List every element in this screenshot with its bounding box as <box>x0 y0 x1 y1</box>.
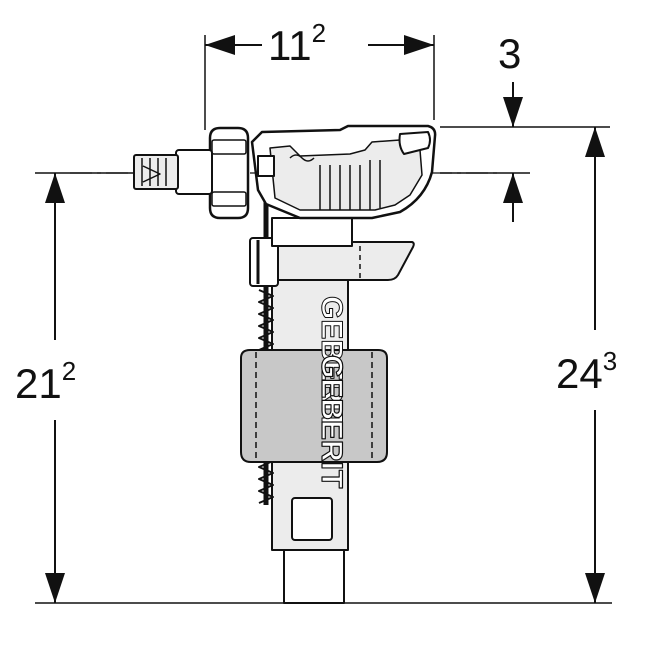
width-label: 112 <box>268 18 326 69</box>
tube-window <box>291 497 333 541</box>
head-lever <box>398 131 431 155</box>
brand-text-upper: GEBERIT <box>315 296 348 429</box>
inlet-coupling <box>175 149 213 195</box>
nut-band-bottom <box>211 191 247 207</box>
right-height-label: 243 <box>556 346 617 397</box>
inlet-thread-detail <box>141 158 167 186</box>
nut-band-top <box>211 139 247 155</box>
offset-label: 3 <box>498 30 521 77</box>
left-height-label: 212 <box>15 356 76 407</box>
head-ribs <box>319 160 381 210</box>
bottom-inlet-pipe <box>283 544 345 604</box>
head-fitting <box>257 155 275 177</box>
fill-valve: GEBERIT GEBERIT <box>133 124 437 604</box>
float-cup <box>240 349 388 463</box>
brand-text-lower: GEBERIT <box>315 355 348 488</box>
head-detail <box>289 154 315 162</box>
valve-neck <box>271 217 353 247</box>
